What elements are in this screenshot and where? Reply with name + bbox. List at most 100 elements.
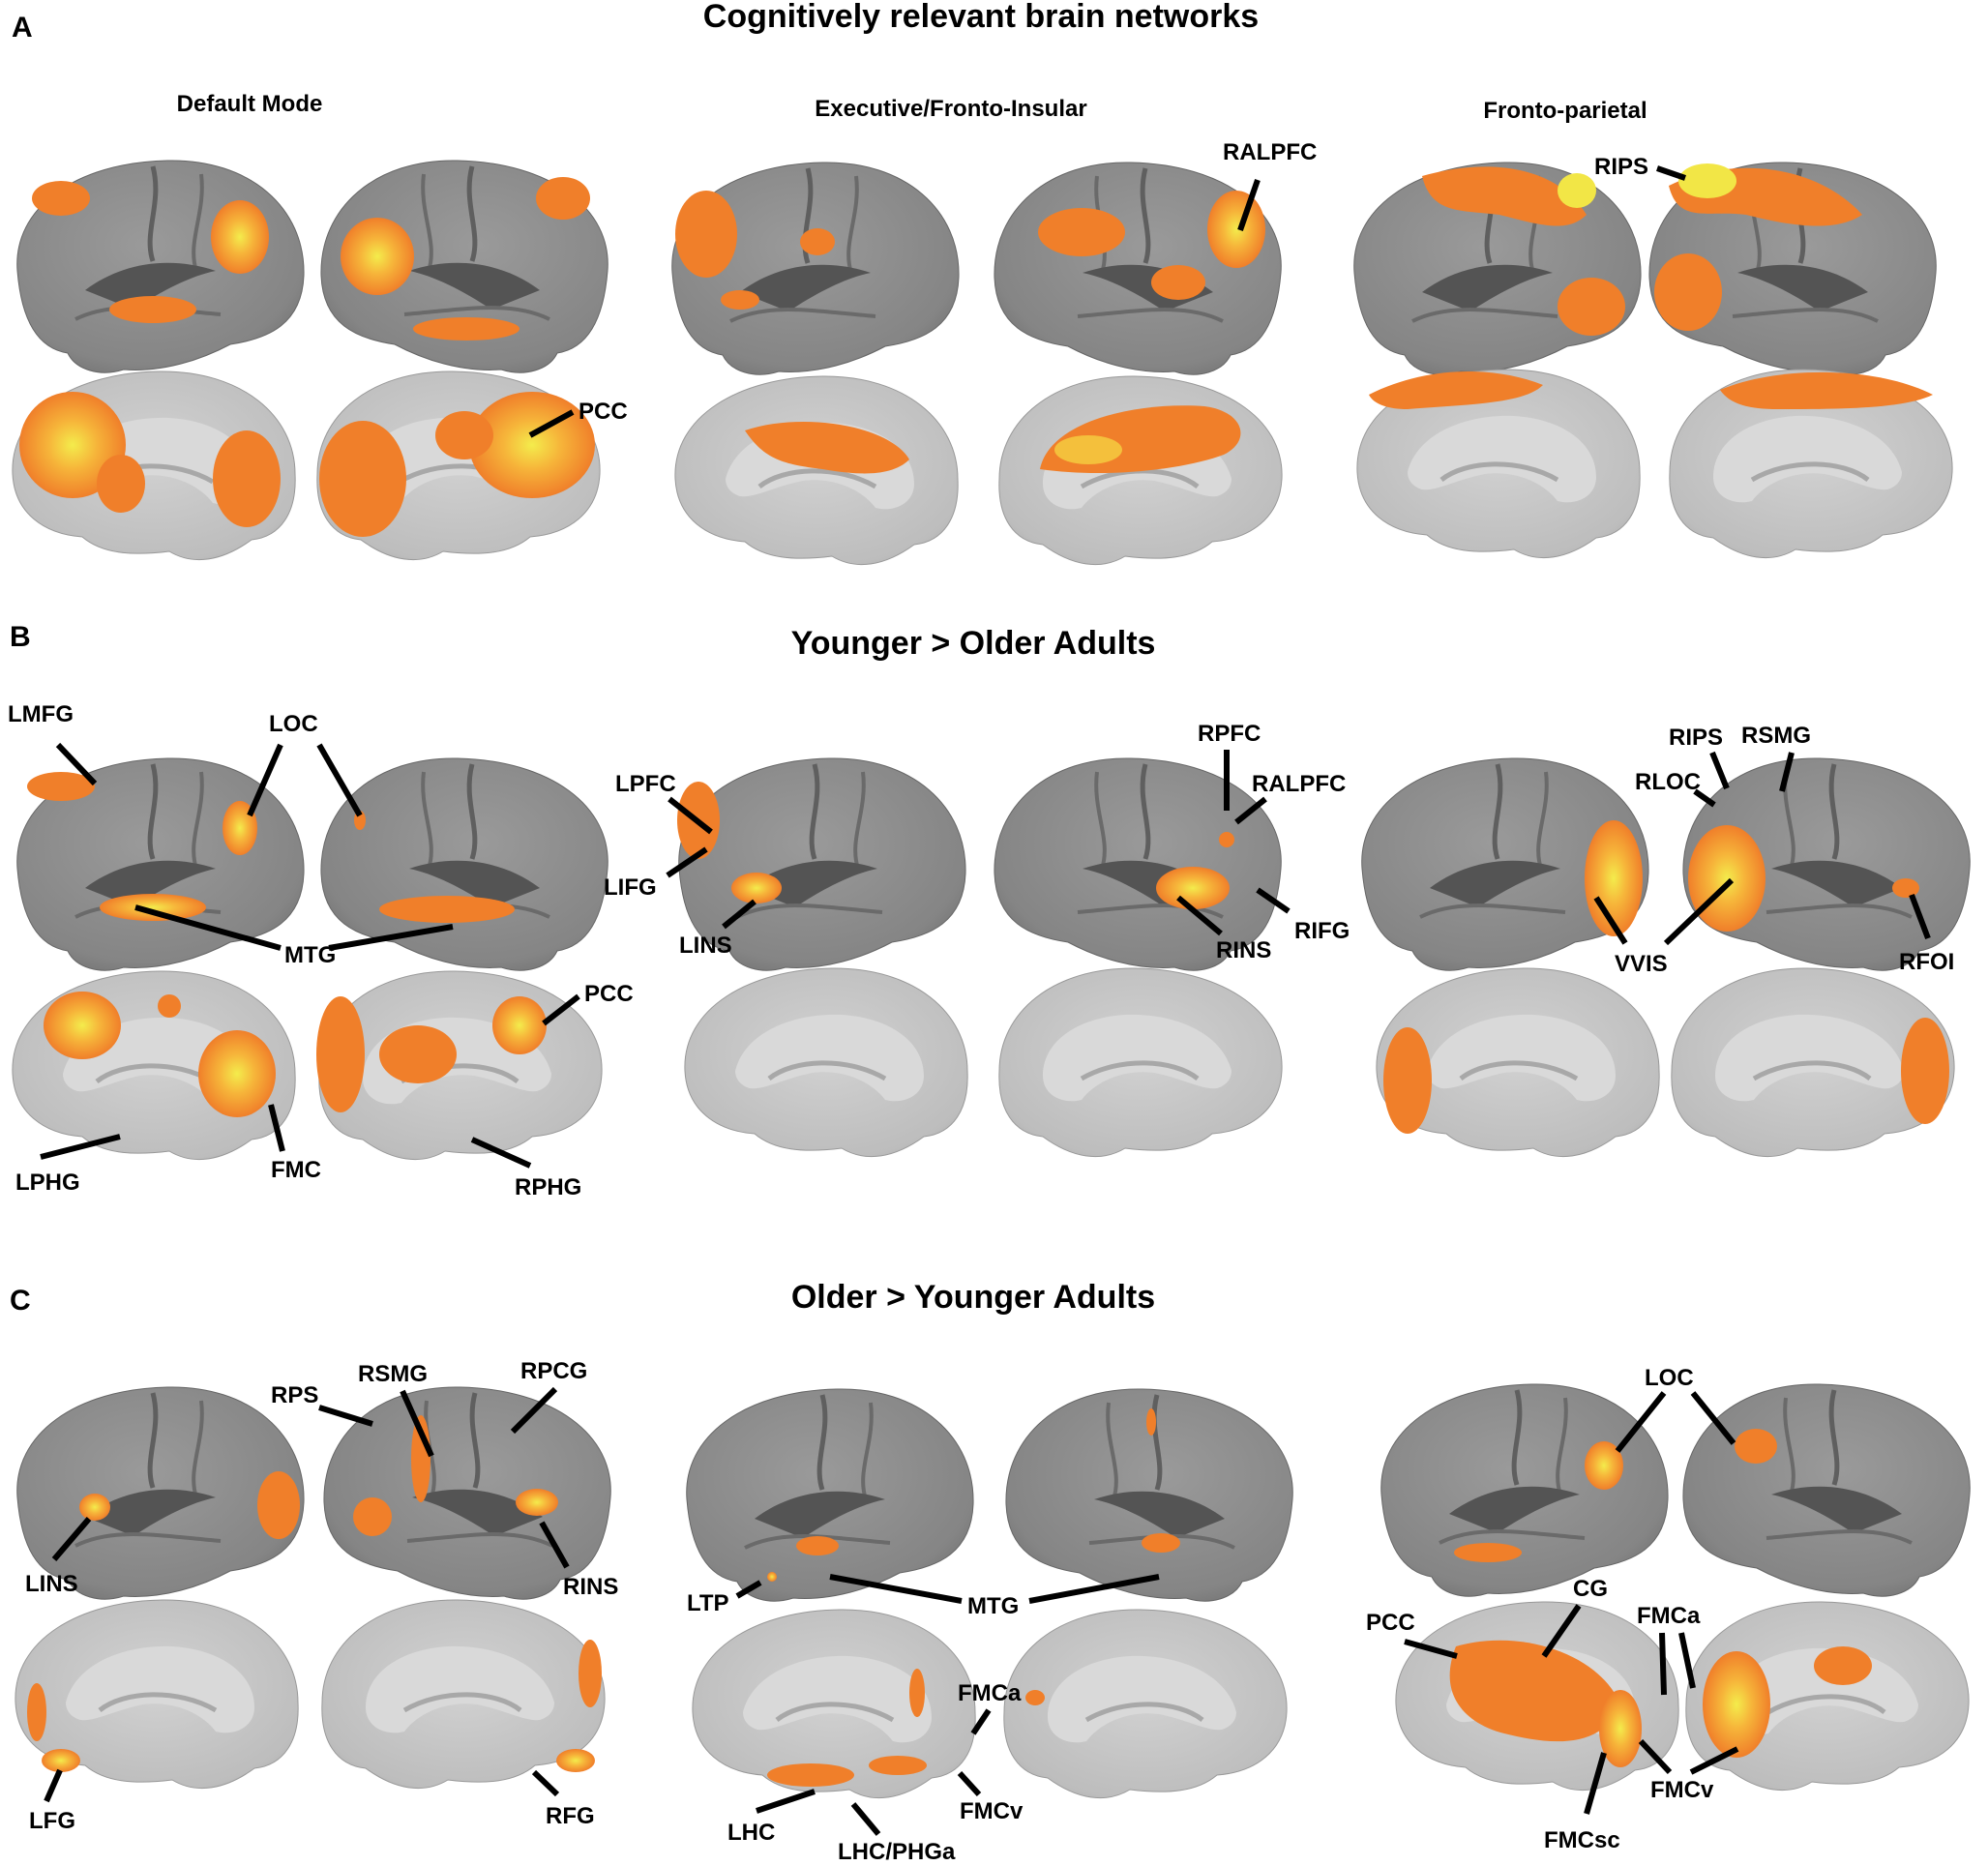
leader-lifg	[666, 846, 708, 878]
region-loc-c: LOC	[1645, 1365, 1694, 1391]
brain-b-mid-lat-right	[994, 758, 1281, 970]
brain-c-right-lat-left	[1381, 1384, 1668, 1596]
leader-loc-c-1	[1615, 1391, 1667, 1453]
brain-a-exec-lat-right	[994, 163, 1281, 374]
brain-c-left-lat-left	[17, 1387, 304, 1599]
panel-a-letter: A	[12, 12, 33, 44]
leader-loc-b-2	[316, 743, 363, 817]
brain-c-mid-med-right	[1004, 1610, 1287, 1798]
region-rpcg: RPCG	[520, 1358, 587, 1384]
region-rfoi: RFOI	[1899, 949, 1954, 975]
brain-c-left-med-left	[15, 1600, 298, 1789]
region-rsmg: RSMG	[1741, 723, 1811, 749]
leader-lphg	[40, 1134, 121, 1160]
leader-lhc	[756, 1789, 816, 1814]
leader-rps	[318, 1405, 373, 1427]
region-rins-c: RINS	[563, 1574, 618, 1600]
leader-cg	[1541, 1604, 1582, 1658]
panel-b-letter: B	[10, 621, 31, 653]
region-rsmg-c: RSMG	[358, 1361, 428, 1387]
leader-mtg-c-1	[829, 1574, 963, 1604]
region-fmcsc: FMCsc	[1544, 1827, 1620, 1853]
brain-c-right-lat-right	[1683, 1384, 1970, 1596]
region-rfg: RFG	[546, 1803, 595, 1829]
panel-c-letter: C	[10, 1285, 31, 1317]
leader-pcc-a	[528, 409, 575, 438]
leader-pcc-c	[1404, 1639, 1458, 1659]
brain-c-left-lat-right	[324, 1387, 610, 1599]
leader-lhc-phga	[850, 1802, 881, 1836]
brain-c-right-med-right	[1686, 1602, 1969, 1791]
leader-fmcv-c-1	[1638, 1738, 1673, 1775]
brain-b-right-med-left	[1377, 968, 1659, 1157]
network-title-executive: Executive/Fronto-Insular	[815, 96, 1086, 122]
leader-fmca-c-1	[1659, 1632, 1667, 1696]
leader-rsmg	[1779, 752, 1795, 792]
region-ralpfc-b: RALPFC	[1252, 771, 1346, 797]
region-rloc: RLOC	[1635, 769, 1701, 795]
leader-ralpfc-a	[1237, 179, 1261, 231]
panel-b-title: Younger > Older Adults	[791, 625, 1156, 662]
brain-b-mid-med-right	[999, 968, 1282, 1157]
panel-a-title: Cognitively relevant brain networks	[703, 0, 1259, 35]
region-loc-b: LOC	[269, 711, 318, 737]
leader-rins-c	[539, 1521, 570, 1569]
region-cg: CG	[1573, 1576, 1608, 1602]
leader-loc-b-1	[247, 743, 283, 817]
region-ralpfc-a: RALPFC	[1223, 139, 1317, 165]
brain-a-dmn-med-left	[13, 371, 295, 560]
region-lmfg: LMFG	[8, 701, 74, 727]
leader-lfg	[44, 1768, 63, 1803]
region-fmcv-c-right: FMCv	[1650, 1777, 1714, 1803]
region-pcc-a: PCC	[579, 399, 628, 425]
brain-a-fp-lat-left	[1354, 163, 1641, 374]
leader-lpfc	[668, 796, 713, 835]
leader-rips-a	[1656, 165, 1686, 181]
leader-rfg	[531, 1769, 560, 1797]
brain-a-fp-med-left	[1357, 370, 1640, 558]
leader-fmca-c-mid	[970, 1708, 992, 1735]
leader-rpcg	[510, 1386, 558, 1435]
leader-fmca-c-2	[1678, 1632, 1696, 1689]
leader-rfoi	[1909, 893, 1931, 940]
leader-fmc-b	[268, 1104, 285, 1152]
region-pcc-c: PCC	[1366, 1610, 1415, 1636]
region-lins-c: LINS	[25, 1571, 78, 1597]
brain-a-exec-med-right	[999, 376, 1282, 565]
region-vvis: VVIS	[1615, 951, 1668, 977]
leader-rifg	[1256, 887, 1291, 914]
leader-vvis-1	[1593, 896, 1628, 945]
leader-vvis-2	[1663, 877, 1735, 946]
brain-a-fp-med-right	[1670, 370, 1952, 558]
leader-fmcv-c-2	[1689, 1746, 1739, 1775]
region-rips-a: RIPS	[1594, 154, 1648, 180]
region-rins-b: RINS	[1216, 937, 1271, 963]
brain-c-mid-med-left	[693, 1610, 975, 1798]
region-rpfc: RPFC	[1198, 721, 1261, 747]
brain-b-left-med-left	[13, 971, 295, 1160]
region-pcc-b: PCC	[584, 981, 634, 1007]
region-fmca-c-right: FMCa	[1637, 1603, 1701, 1629]
region-rps: RPS	[271, 1382, 318, 1408]
leader-lins-b	[722, 899, 757, 930]
leader-fmcv-c-mid	[957, 1770, 982, 1797]
leader-fmcsc	[1584, 1752, 1607, 1815]
region-lphg: LPHG	[15, 1170, 80, 1196]
region-fmc-b: FMC	[271, 1157, 321, 1183]
brain-c-right-med-left	[1396, 1602, 1678, 1791]
brain-c-left-med-right	[322, 1600, 605, 1789]
brain-a-dmn-lat-left	[17, 161, 304, 372]
brain-b-left-lat-right	[321, 758, 608, 970]
region-mtg-b: MTG	[284, 942, 336, 968]
region-fmca-c-mid: FMCa	[958, 1680, 1022, 1706]
network-title-default-mode: Default Mode	[177, 91, 323, 117]
brain-b-mid-med-left	[685, 968, 967, 1157]
region-lpfc: LPFC	[615, 771, 676, 797]
region-lhc-phga: LHC/PHGa	[838, 1839, 956, 1865]
brain-c-mid-lat-right	[1006, 1389, 1292, 1601]
region-lins-b: LINS	[679, 933, 732, 959]
region-rips-b: RIPS	[1669, 725, 1723, 751]
panel-c-title: Older > Younger Adults	[791, 1279, 1155, 1316]
brain-a-exec-lat-left	[672, 163, 959, 374]
